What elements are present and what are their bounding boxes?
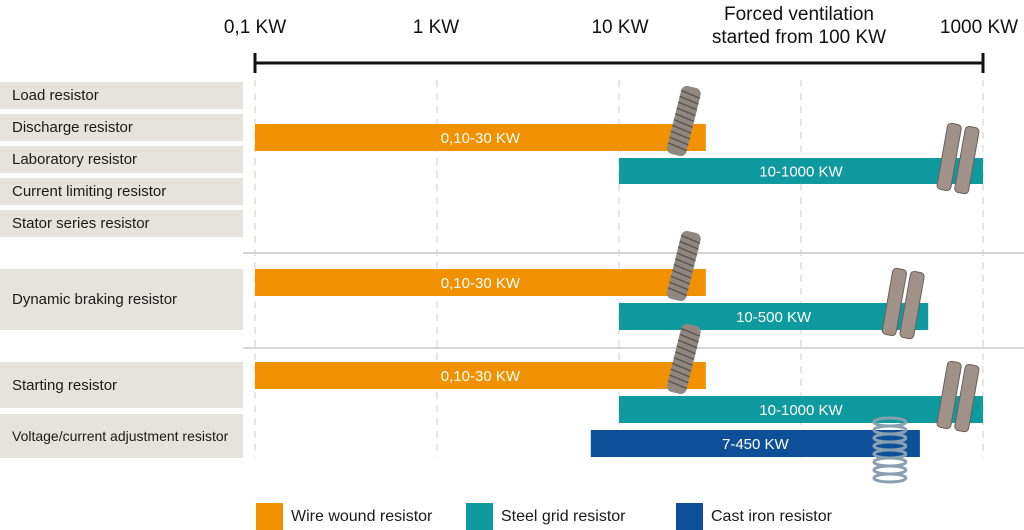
range-bar-label: 0,10-30 KW	[441, 368, 521, 385]
range-bar-label: 7-450 KW	[722, 436, 790, 453]
range-bar-label: 0,10-30 KW	[441, 275, 521, 292]
category-label-discharge: Discharge resistor	[0, 114, 243, 141]
range-bar	[619, 303, 929, 330]
category-label-current-limiting: Current limiting resistor	[0, 178, 243, 205]
range-bar	[255, 362, 706, 389]
forced-ventilation-line2: started from 100 KW	[711, 27, 887, 48]
legend-item-wire-wound: Wire wound resistor	[256, 503, 432, 530]
legend-label-cast-iron: Cast iron resistor	[711, 507, 832, 525]
range-bar	[255, 124, 706, 151]
legend-item-steel-grid: Steel grid resistor	[466, 503, 626, 530]
wire-wound-resistor-image	[666, 230, 701, 302]
range-bar-label: 10-1000 KW	[759, 164, 843, 181]
legend-label-wire-wound: Wire wound resistor	[291, 507, 433, 525]
range-bar-label: 10-500 KW	[736, 309, 812, 326]
legend-swatch-cast-iron	[676, 503, 703, 530]
category-label-laboratory: Laboratory resistor	[0, 146, 243, 173]
legend-swatch-steel-grid	[466, 503, 493, 530]
steel-grid-resistor-image	[936, 360, 980, 433]
range-bar-label: 0,10-30 KW	[441, 130, 521, 147]
forced-ventilation-note: Forced ventilation started from 100 KW	[712, 3, 886, 49]
range-bar	[619, 396, 983, 423]
category-label-voltage-current-adjustment: Voltage/current adjustment resistor	[0, 414, 243, 458]
legend-swatch-wire-wound	[256, 503, 283, 530]
category-label-starting: Starting resistor	[0, 362, 243, 408]
wire-wound-resistor-image	[666, 323, 701, 395]
category-label-dynamic-braking: Dynamic braking resistor	[0, 269, 243, 330]
range-bar-label: 10-1000 KW	[759, 402, 843, 419]
steel-grid-resistor-image	[936, 122, 980, 195]
legend-item-cast-iron: Cast iron resistor	[676, 503, 832, 530]
forced-ventilation-line1: Forced ventilation	[724, 4, 874, 25]
x-tick-label-10kw: 10 KW	[591, 17, 649, 38]
range-bar	[255, 269, 706, 296]
category-label-load: Load resistor	[0, 82, 243, 109]
steel-grid-resistor-image	[881, 267, 925, 340]
cast-iron-resistor-image	[872, 416, 908, 484]
x-tick-label-1kw: 1 KW	[412, 17, 460, 38]
x-tick-label-0-1kw: 0,1 KW	[223, 17, 287, 38]
wire-wound-resistor-image	[666, 85, 701, 157]
category-label-stator-series: Stator series resistor	[0, 210, 243, 237]
range-bar	[619, 158, 983, 184]
x-tick-label-1000kw: 1000 KW	[939, 17, 1019, 38]
range-bar	[590, 430, 920, 457]
legend-label-steel-grid: Steel grid resistor	[501, 507, 626, 525]
